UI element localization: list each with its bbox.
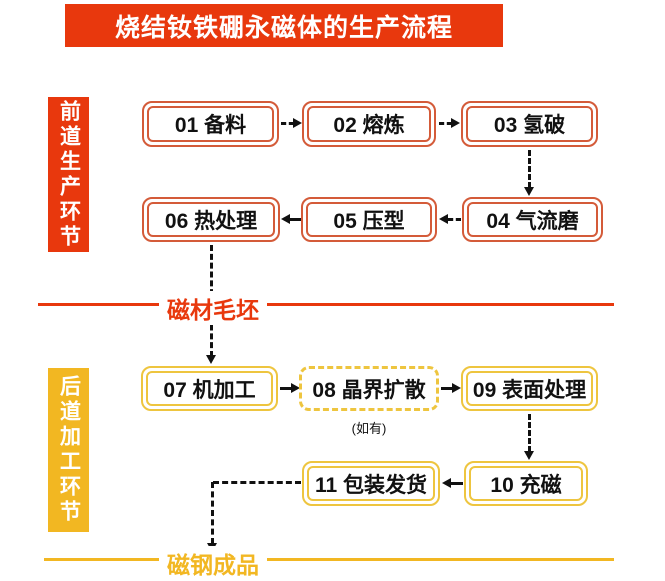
arrow-01-02-line xyxy=(281,122,294,125)
arrow-11-out-vline xyxy=(211,482,214,544)
arrow-04-05-line xyxy=(448,218,461,221)
stage-label-front-process: 前道生产环节 xyxy=(48,97,89,252)
step-box-01-materials: 01 备料 xyxy=(142,101,279,147)
arrow-04-05-head xyxy=(439,214,448,224)
step-box-05-pressing: 05 压型 xyxy=(301,197,437,242)
step-label-06: 06 热处理 xyxy=(147,202,275,237)
step-label-01: 01 备料 xyxy=(147,106,274,142)
step-label-08: 08 晶界扩散 xyxy=(312,378,426,402)
arrow-03-04-head xyxy=(524,187,534,196)
step-label-07: 07 机加工 xyxy=(146,371,273,406)
divider-blank-line-right xyxy=(262,303,614,306)
arrow-02-03-line xyxy=(439,122,452,125)
note-optional: (如有) xyxy=(351,421,387,436)
step-label-10: 10 充磁 xyxy=(469,466,583,501)
step-label-11: 11 包装发货 xyxy=(307,466,435,501)
step-label-09: 09 表面处理 xyxy=(466,371,593,406)
step-label-04: 04 气流磨 xyxy=(467,202,598,237)
arrow-03-04-line xyxy=(528,150,531,188)
step-label-02: 02 熔炼 xyxy=(307,106,431,142)
step-box-11-packing-shipping: 11 包装发货 xyxy=(302,461,440,506)
step-box-10-magnetizing: 10 充磁 xyxy=(464,461,588,506)
arrow-10-11-line xyxy=(451,482,463,485)
title-banner: 烧结钕铁硼永磁体的生产流程 xyxy=(65,4,503,47)
step-box-06-heat-treatment: 06 热处理 xyxy=(142,197,280,242)
arrow-07-08-line xyxy=(280,387,292,390)
step-box-09-surface-treatment: 09 表面处理 xyxy=(461,366,598,411)
divider-blank-line-left xyxy=(38,303,163,306)
divider-finished-line-right xyxy=(262,558,614,561)
arrow-05-06-line xyxy=(290,218,302,221)
arrow-06-07-head xyxy=(206,355,216,364)
arrow-08-09-line xyxy=(441,387,453,390)
arrow-05-06-head xyxy=(281,214,290,224)
page-title: 烧结钕铁硼永磁体的生产流程 xyxy=(114,13,453,42)
step-box-03-hydrogen-decrepitation: 03 氢破 xyxy=(461,101,598,147)
stage-label-back-process: 后道加工环节 xyxy=(48,368,89,532)
arrow-09-10-line xyxy=(528,414,531,452)
step-box-08-grain-boundary-diffusion: 08 晶界扩散 xyxy=(299,366,439,411)
arrow-01-02-head xyxy=(293,118,302,128)
step-label-03: 03 氢破 xyxy=(466,106,593,142)
step-label-05: 05 压型 xyxy=(306,202,432,237)
arrow-11-out-hline xyxy=(213,481,301,484)
arrow-08-09-head xyxy=(452,383,461,393)
divider-finished-line-left xyxy=(44,558,163,561)
step-box-02-melting: 02 熔炼 xyxy=(302,101,436,147)
step-box-07-machining: 07 机加工 xyxy=(141,366,278,411)
arrow-10-11-head xyxy=(442,478,451,488)
arrow-02-03-head xyxy=(451,118,460,128)
arrow-07-08-head xyxy=(291,383,300,393)
arrow-09-10-head xyxy=(524,451,534,460)
divider-finished-label: 磁钢成品 xyxy=(159,546,267,580)
step-box-04-jet-milling: 04 气流磨 xyxy=(462,197,603,242)
divider-blank-label: 磁材毛坯 xyxy=(159,291,267,325)
